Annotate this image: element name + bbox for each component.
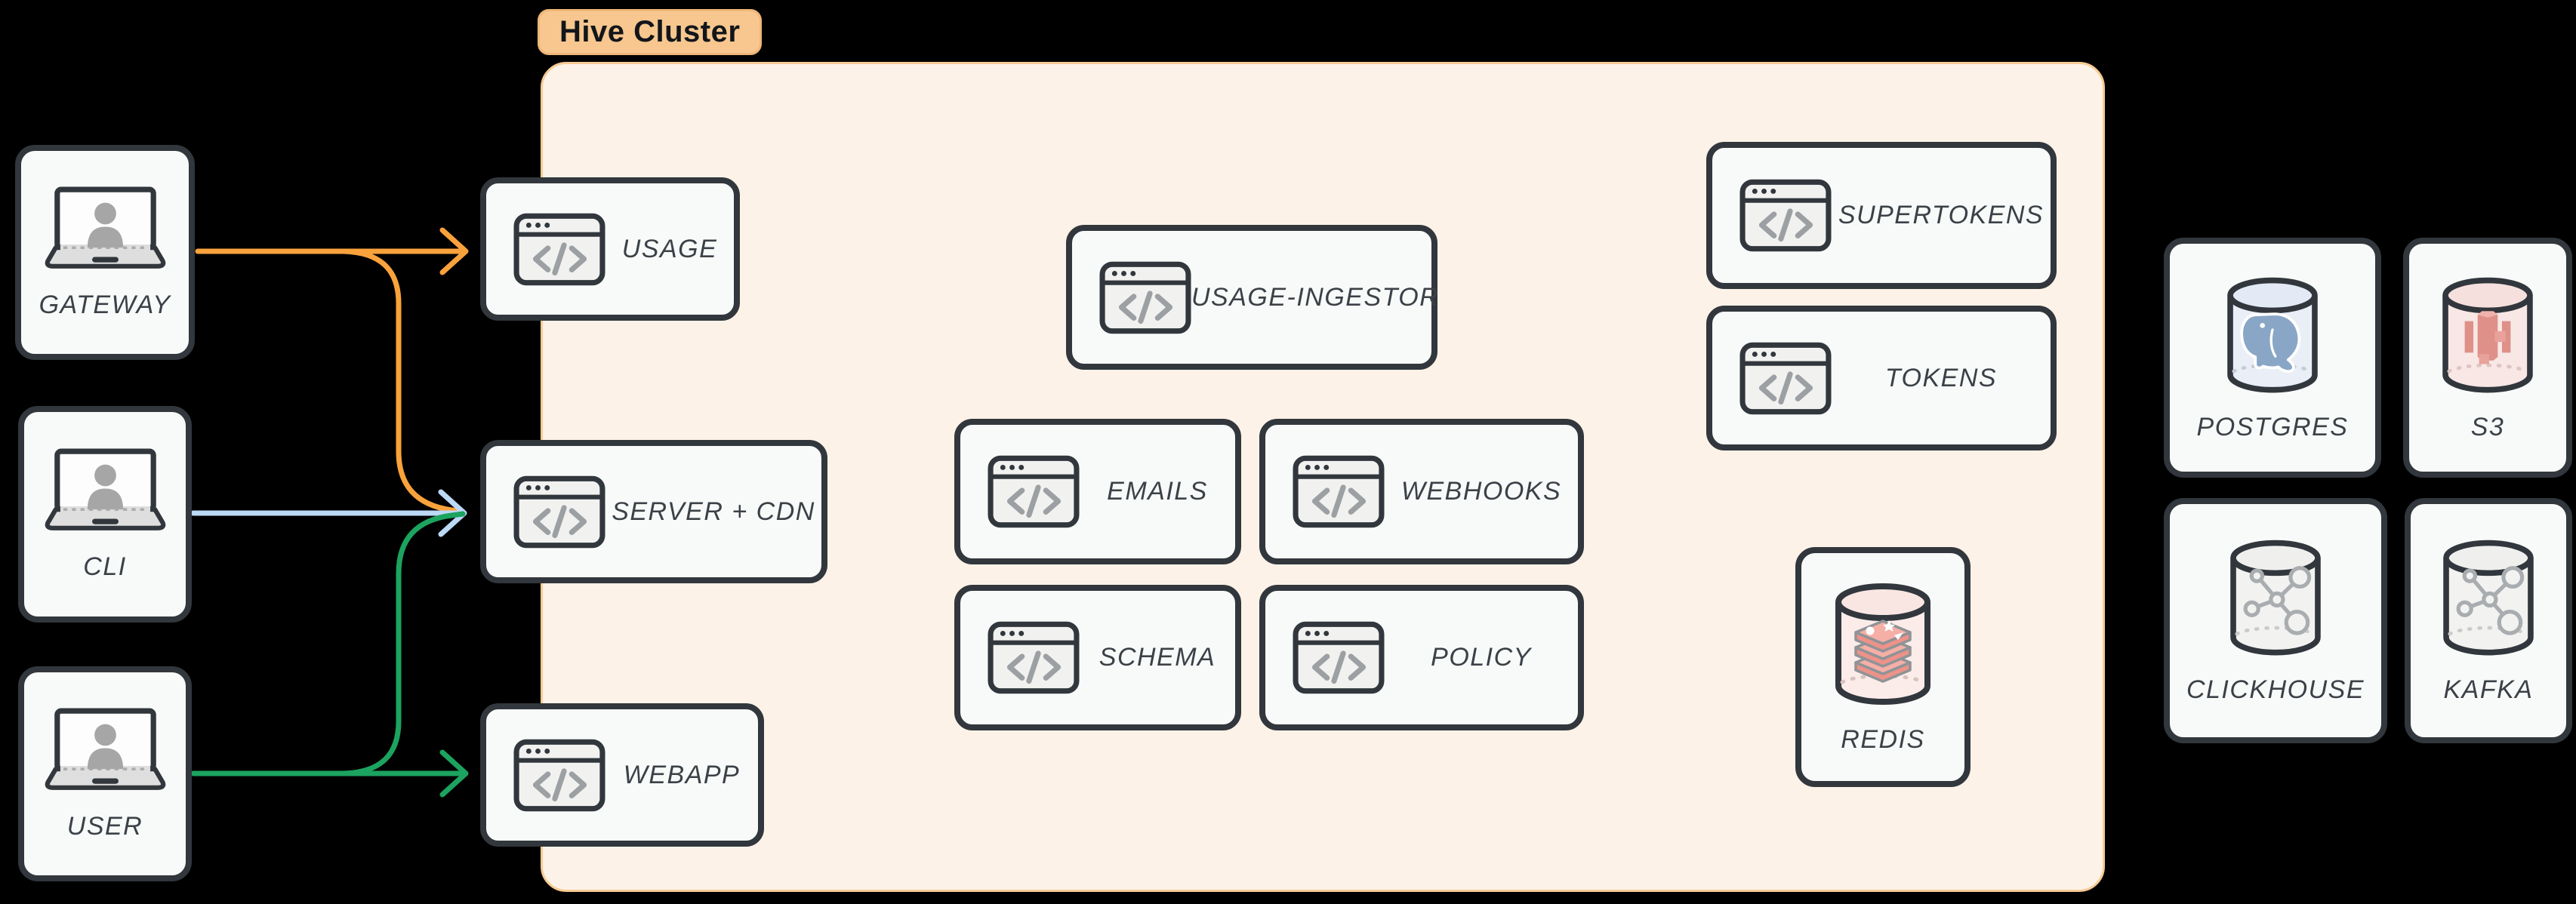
code-window-icon: [1739, 179, 1832, 252]
node-cli-label: CLI: [83, 552, 127, 581]
node-usage: USAGE: [480, 177, 740, 321]
node-tokens: TOKENS: [1706, 306, 2057, 450]
node-s3: S3: [2403, 238, 2572, 478]
node-usage-ingestor: USAGE-INGESTOR: [1066, 225, 1440, 370]
redis-database-icon: [1823, 580, 1943, 712]
code-window-icon: [513, 213, 605, 286]
code-window-icon: [1099, 261, 1191, 334]
node-user-label: USER: [66, 811, 143, 841]
laptop-user-icon: [43, 447, 168, 533]
code-window-icon: [1293, 621, 1385, 694]
laptop-user-icon: [43, 707, 168, 792]
node-cli: CLI: [18, 406, 192, 623]
node-webapp: WEBAPP: [480, 703, 764, 847]
node-usage-ingestor-label: USAGE-INGESTOR: [1191, 282, 1440, 312]
edge-user-to-server-cdn: [340, 511, 466, 776]
node-postgres: POSTGRES: [2164, 238, 2381, 478]
code-window-icon: [1739, 342, 1832, 415]
node-server-cdn: SERVER + CDN: [480, 440, 827, 583]
molecule-database-icon: [2218, 537, 2333, 662]
edge-user-to-webapp-arrowhead: [439, 749, 469, 798]
node-clickhouse: CLICKHOUSE: [2164, 498, 2387, 743]
node-server-cdn-label: SERVER + CDN: [612, 497, 815, 526]
molecule-database-icon: [2431, 537, 2546, 662]
node-schema-label: SCHEMA: [1098, 643, 1216, 672]
postgres-database-icon: [2215, 274, 2330, 399]
node-user: USER: [18, 666, 192, 881]
node-redis-label: REDIS: [1841, 725, 1925, 754]
s3-database-icon: [2430, 274, 2545, 399]
node-gateway: GATEWAY: [15, 145, 195, 360]
edge-gateway-to-server-cdn: [340, 248, 466, 515]
node-schema: SCHEMA: [954, 585, 1241, 730]
code-window-icon: [988, 455, 1080, 528]
node-webhooks-label: WEBHOOKS: [1400, 477, 1562, 506]
laptop-user-icon: [43, 186, 168, 271]
node-policy: POLICY: [1259, 585, 1584, 730]
node-postgres-label: POSTGRES: [2196, 412, 2349, 441]
node-policy-label: POLICY: [1431, 643, 1532, 672]
node-s3-label: S3: [2470, 412, 2505, 441]
node-gateway-label: GATEWAY: [39, 290, 171, 319]
code-window-icon: [1293, 455, 1385, 528]
node-emails-label: EMAILS: [1107, 477, 1208, 506]
node-webhooks: WEBHOOKS: [1259, 419, 1584, 564]
hive-cluster-badge: Hive Cluster: [538, 9, 763, 55]
node-kafka-label: KAFKA: [2443, 675, 2534, 704]
code-window-icon: [513, 475, 605, 549]
node-redis: REDIS: [1795, 547, 1971, 787]
node-usage-label: USAGE: [621, 234, 718, 263]
node-emails: EMAILS: [954, 419, 1241, 564]
code-window-icon: [513, 739, 605, 812]
node-supertokens-label: SUPERTOKENS: [1838, 201, 2044, 229]
node-tokens-label: TOKENS: [1884, 363, 1998, 392]
node-clickhouse-label: CLICKHOUSE: [2186, 675, 2365, 704]
edge-gateway-to-usage-arrowhead: [439, 227, 469, 275]
code-window-icon: [988, 621, 1080, 694]
node-webapp-label: WEBAPP: [623, 760, 741, 789]
node-supertokens: SUPERTOKENS: [1706, 142, 2057, 289]
node-kafka: KAFKA: [2405, 498, 2572, 743]
